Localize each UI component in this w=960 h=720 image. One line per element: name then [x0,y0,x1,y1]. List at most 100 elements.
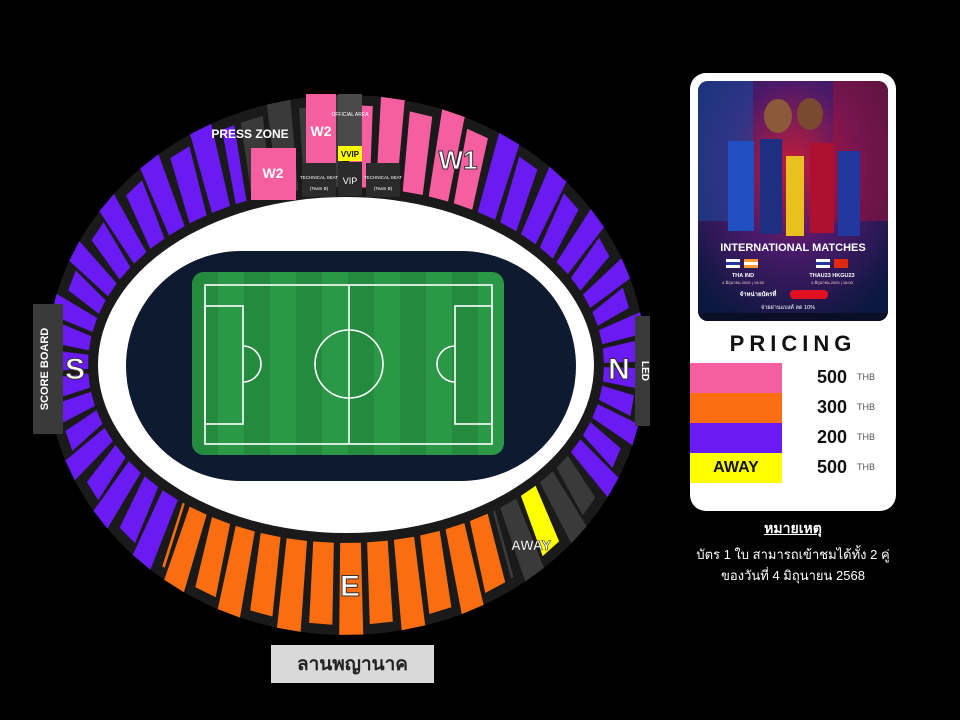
south-sector[interactable] [69,241,117,297]
w2-lower-label: W2 [263,165,284,181]
south-sector[interactable] [222,125,247,205]
scoreboard-label: SCORE BOARD [39,328,51,411]
stand-w1-label: W1 [439,145,478,175]
poster-match2: THAU23 HKGU23 [809,273,854,279]
price-value: 500 [817,367,848,387]
south-sector[interactable] [170,146,207,224]
east-sector[interactable] [250,532,281,617]
north-east-gap-sector[interactable] [539,471,587,544]
south-sector[interactable] [119,476,159,544]
w2-lower-block[interactable] [251,148,296,200]
vip-block[interactable] [338,162,362,196]
north-sector[interactable] [500,156,538,232]
pitch-stripe [452,272,478,455]
south-sector[interactable] [93,461,141,529]
south-sector[interactable] [99,193,147,264]
stand-s-label: S [65,353,85,386]
price-value: 200 [817,427,848,447]
plaza-label: ลานพญานาค [271,645,434,683]
east-sector[interactable] [445,523,484,615]
north-sector[interactable] [570,439,619,498]
poster-title: INTERNATIONAL MATCHES [720,242,865,254]
away-stand-label: AWAY [511,537,552,553]
technical-seat-right-sub: (Team B) [374,186,393,191]
south-sector[interactable] [91,222,131,280]
north-sector[interactable] [539,193,579,259]
east-sector[interactable] [162,502,185,568]
remark-line-1: บัตร 1 ใบ สามารถเข้าชมได้ทั้ง 2 คู่ [696,547,890,562]
north-sector[interactable] [598,385,635,416]
pitch-stripe [348,272,374,455]
technical-seat-left-sub: (Team B) [310,186,329,191]
price-swatch [690,363,782,393]
south-sector[interactable] [126,180,165,249]
south-sector[interactable] [132,490,178,570]
north-sector[interactable] [520,166,567,245]
stand-n-label: N [608,353,630,386]
north-sector[interactable] [570,237,610,291]
hongkong-flag-icon [834,259,848,268]
pricing-card: INTERNATIONAL MATCHES THA IND 4 มิถุนายน… [690,73,896,511]
east-sector[interactable] [393,536,426,631]
official-area-block [338,94,362,150]
east-sector[interactable] [164,506,207,593]
poster-match1: THA IND [732,273,754,279]
south-sector[interactable] [65,410,103,451]
east-sector[interactable] [367,540,393,625]
w2-upper-block[interactable] [306,94,336,166]
south-sector[interactable] [86,444,126,501]
away-sector[interactable] [520,485,560,557]
pitch-stripe [244,272,270,455]
football-pitch [192,272,504,455]
match-poster: INTERNATIONAL MATCHES THA IND 4 มิถุนายน… [698,81,888,321]
south-sector[interactable] [65,427,113,481]
stadium-seating-map: PRESS ZONE W2 W2 OFFICIAL AREA VVIP VIP … [33,94,650,635]
w1-sector[interactable] [453,128,488,210]
north-sector[interactable] [556,208,604,275]
south-sector[interactable] [68,270,106,314]
east-sector[interactable] [339,542,364,635]
price-value: 300 [817,397,848,417]
south-sector[interactable] [51,293,98,332]
price-row-pink: 500 THB [690,363,896,393]
w1-sector[interactable] [428,109,465,202]
price-currency: THB [857,402,875,412]
east-sector[interactable] [217,525,255,618]
pitch-stripe [296,272,322,455]
north-sector[interactable] [592,287,629,326]
scoreboard [33,304,63,434]
north-sector[interactable] [582,422,621,468]
price-row-orange: 300 THB [690,393,896,423]
player-face-icon [764,99,792,133]
price-swatch [690,423,782,453]
north-sector[interactable] [477,132,520,220]
south-sector[interactable] [56,322,92,351]
price-currency: THB [857,432,875,442]
press-zone-label: PRESS ZONE [211,127,288,141]
north-east-gap-sector[interactable] [556,455,596,516]
vvip-block[interactable] [338,146,362,161]
south-sector[interactable] [56,373,91,399]
price-currency: THB [857,372,875,382]
w1-sector[interactable] [402,111,433,196]
east-sector[interactable] [469,513,506,594]
poster-match1-date: 4 มิถุนายน 2025 | 19:30 [722,280,765,286]
technical-seat-left-label: TECHNICAL SEAT [300,175,338,180]
east-sector[interactable] [276,538,307,632]
technical-seat-right-label: TECHNICAL SEAT [364,175,402,180]
east-sector[interactable] [195,517,231,598]
east-sector[interactable] [309,541,334,625]
away-side-sector[interactable] [500,498,545,582]
north-sector[interactable] [602,340,636,363]
away-side-sector[interactable] [492,510,514,579]
south-sector[interactable] [190,123,231,213]
north-sector[interactable] [582,258,631,308]
official-area-label: OFFICIAL AREA [331,112,369,118]
technical-seat-right [366,163,400,197]
north-sector[interactable] [592,404,639,446]
south-sector[interactable] [140,154,185,236]
price-value: 500 [817,457,848,477]
north-sector[interactable] [598,312,644,345]
stand-e-label: E [340,570,360,603]
east-sector[interactable] [420,530,452,615]
